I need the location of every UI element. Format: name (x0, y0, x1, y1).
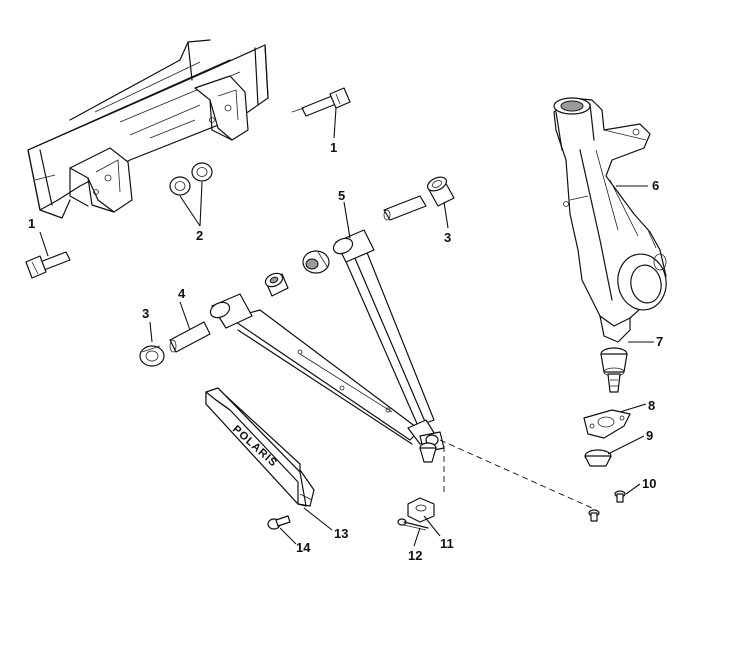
callout-6: 6 (652, 178, 659, 193)
ball-joint-part-7 (600, 347, 628, 393)
bolt-part-1-front (25, 251, 71, 279)
retaining-plate-part-8 (583, 409, 631, 439)
bushing-middle-left (264, 272, 289, 297)
alignment-dashed-line (439, 439, 593, 509)
callout-numbers: 1 1 2 3 3 4 5 6 7 8 9 10 11 12 13 14 (28, 140, 663, 563)
ball-joint-stud (419, 442, 437, 463)
callout-13: 13 (334, 526, 348, 541)
callout-14: 14 (296, 540, 311, 555)
bolt-part-14 (267, 515, 291, 530)
frame-assembly (27, 39, 269, 219)
cotter-pin-part-12 (397, 518, 429, 531)
dust-boot-part-9 (584, 449, 612, 467)
bolt-part-10-lower (588, 509, 600, 522)
tube-part-4 (169, 321, 211, 353)
callout-8: 8 (648, 398, 655, 413)
callout-10: 10 (642, 476, 656, 491)
bolt-part-1-rear (291, 87, 351, 117)
bushing-part-2a (169, 176, 191, 196)
skid-guard-part-13: POLARIS (205, 387, 315, 507)
bolt-part-10 (614, 490, 626, 503)
callout-4: 4 (178, 286, 186, 301)
callout-12: 12 (408, 548, 422, 563)
callout-1-rear-bolt: 1 (330, 140, 337, 155)
callout-3-lower: 3 (142, 306, 149, 321)
callout-2: 2 (196, 228, 203, 243)
leader-lines (39, 107, 654, 547)
callout-1-front-bolt: 1 (28, 216, 35, 231)
tube-upper (383, 195, 427, 221)
pivot-bushing-part-3-upper (426, 176, 455, 207)
bushing-middle-right (302, 250, 330, 274)
callout-5: 5 (338, 188, 345, 203)
steering-knuckle-part-6 (553, 97, 667, 343)
callout-9: 9 (646, 428, 653, 443)
pivot-bushing-part-3-lower (139, 345, 165, 367)
callout-11: 11 (440, 536, 454, 551)
bushing-part-2b (191, 162, 213, 182)
callout-3-upper: 3 (444, 230, 451, 245)
callout-7: 7 (656, 334, 663, 349)
castle-nut-part-11 (407, 497, 435, 523)
a-arm-part-5 (209, 229, 445, 453)
